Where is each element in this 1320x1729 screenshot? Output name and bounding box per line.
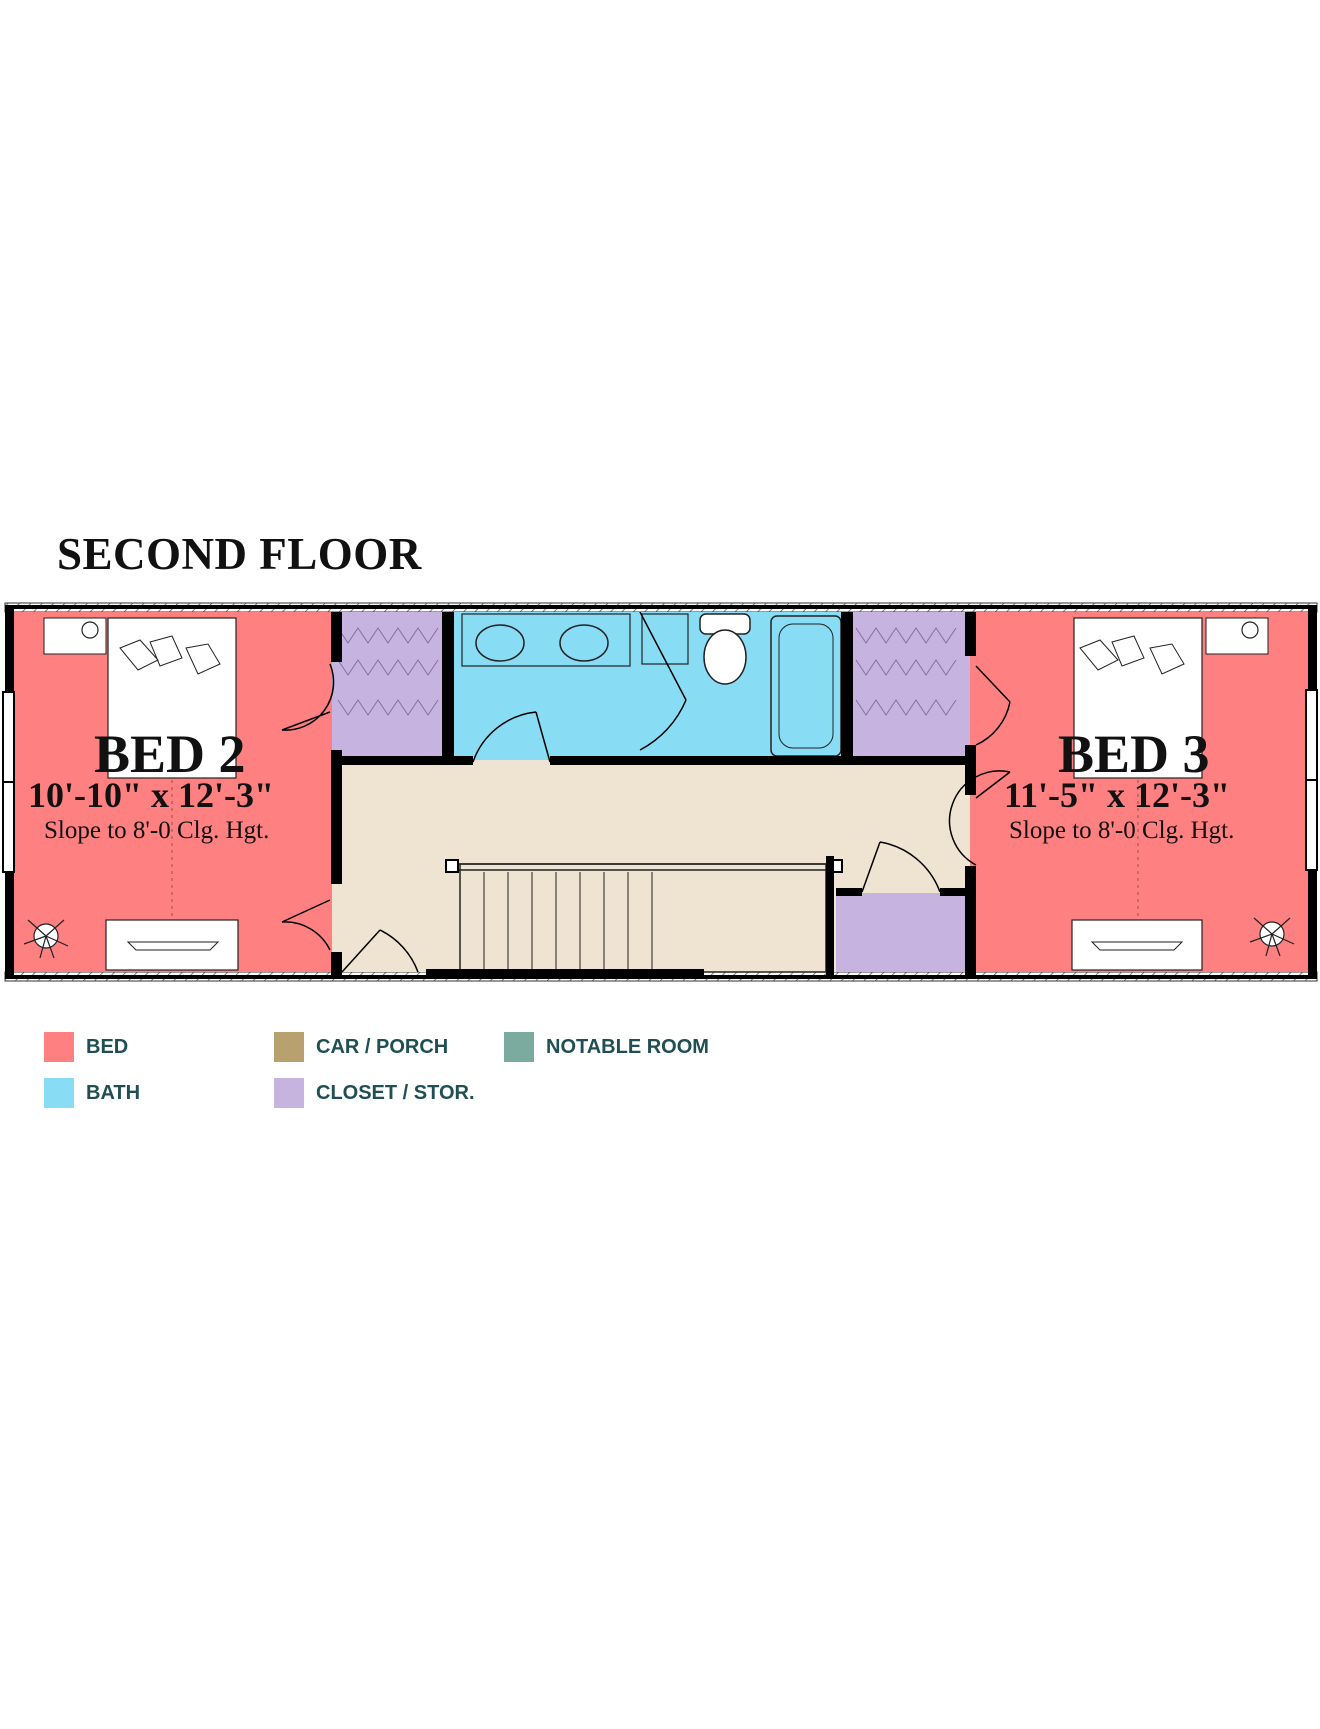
floor-title: SECOND FLOOR	[57, 529, 422, 579]
sink-right-icon	[559, 624, 609, 662]
bed3-name: BED 3	[1058, 724, 1210, 784]
bed2-pillows-icon	[119, 635, 221, 675]
door-swings	[281, 611, 1011, 973]
bed3-ceiling-note: Slope to 8'-0 Clg. Hgt.	[1009, 817, 1235, 844]
bed2-name: BED 2	[94, 724, 246, 784]
stair-run	[459, 863, 827, 973]
bed2-ceiling-note: Slope to 8'-0 Clg. Hgt.	[44, 817, 270, 844]
bed3-pillows-icon	[1079, 635, 1185, 675]
legend-item-closet-stor: CLOSET / STOR.	[274, 1078, 475, 1108]
vanity-counter	[461, 613, 631, 667]
closet-left	[332, 612, 446, 760]
stair-treads	[483, 872, 653, 972]
bed3-lamp-icon	[1241, 621, 1259, 639]
closet-under-stair	[836, 893, 970, 972]
legend-item-car-porch: CAR / PORCH	[274, 1032, 448, 1062]
closet-rod-right	[855, 627, 957, 716]
legend-label-bed: BED	[86, 1035, 129, 1058]
toilet-bowl-icon	[703, 629, 747, 685]
legend-item-bath: BATH	[44, 1078, 140, 1108]
legend-label-notable-room: NOTABLE ROOM	[546, 1035, 709, 1058]
bath-room	[452, 612, 844, 760]
stair-newel-left	[445, 859, 459, 873]
bed3-dimensions: 11'-5" x 12'-3"	[1004, 775, 1230, 815]
legend-item-notable-room: NOTABLE ROOM	[504, 1032, 709, 1062]
legend-swatch-notable-room	[504, 1032, 534, 1062]
legend-swatch-bath	[44, 1078, 74, 1108]
bed3-tv-icon	[1090, 941, 1184, 951]
legend-label-car-porch: CAR / PORCH	[316, 1035, 449, 1058]
legend-item-bed: BED	[44, 1032, 128, 1062]
bed2-dimensions: 10'-10" x 12'-3"	[28, 775, 274, 815]
legend-label-bath: BATH	[86, 1081, 141, 1104]
windows	[2, 689, 1318, 873]
bed2-lamp-icon	[81, 621, 99, 639]
bed2-plant-icon	[23, 919, 69, 959]
legend-swatch-car-porch	[274, 1032, 304, 1062]
linen-shelf	[641, 613, 689, 665]
closet-rod-left	[337, 627, 439, 716]
legend-swatch-closet-stor	[274, 1078, 304, 1108]
sink-left-icon	[475, 624, 525, 662]
legend-label-closet-stor: CLOSET / STOR.	[316, 1081, 475, 1104]
bed3-nightstand-icon	[1205, 617, 1269, 655]
bed3-plant-icon	[1249, 917, 1295, 957]
bed2-tv-icon	[126, 941, 220, 951]
bed2-nightstand-icon	[43, 617, 107, 655]
bathtub-inner	[778, 623, 834, 749]
stair-rail	[452, 863, 836, 871]
legend-swatch-bed	[44, 1032, 74, 1062]
